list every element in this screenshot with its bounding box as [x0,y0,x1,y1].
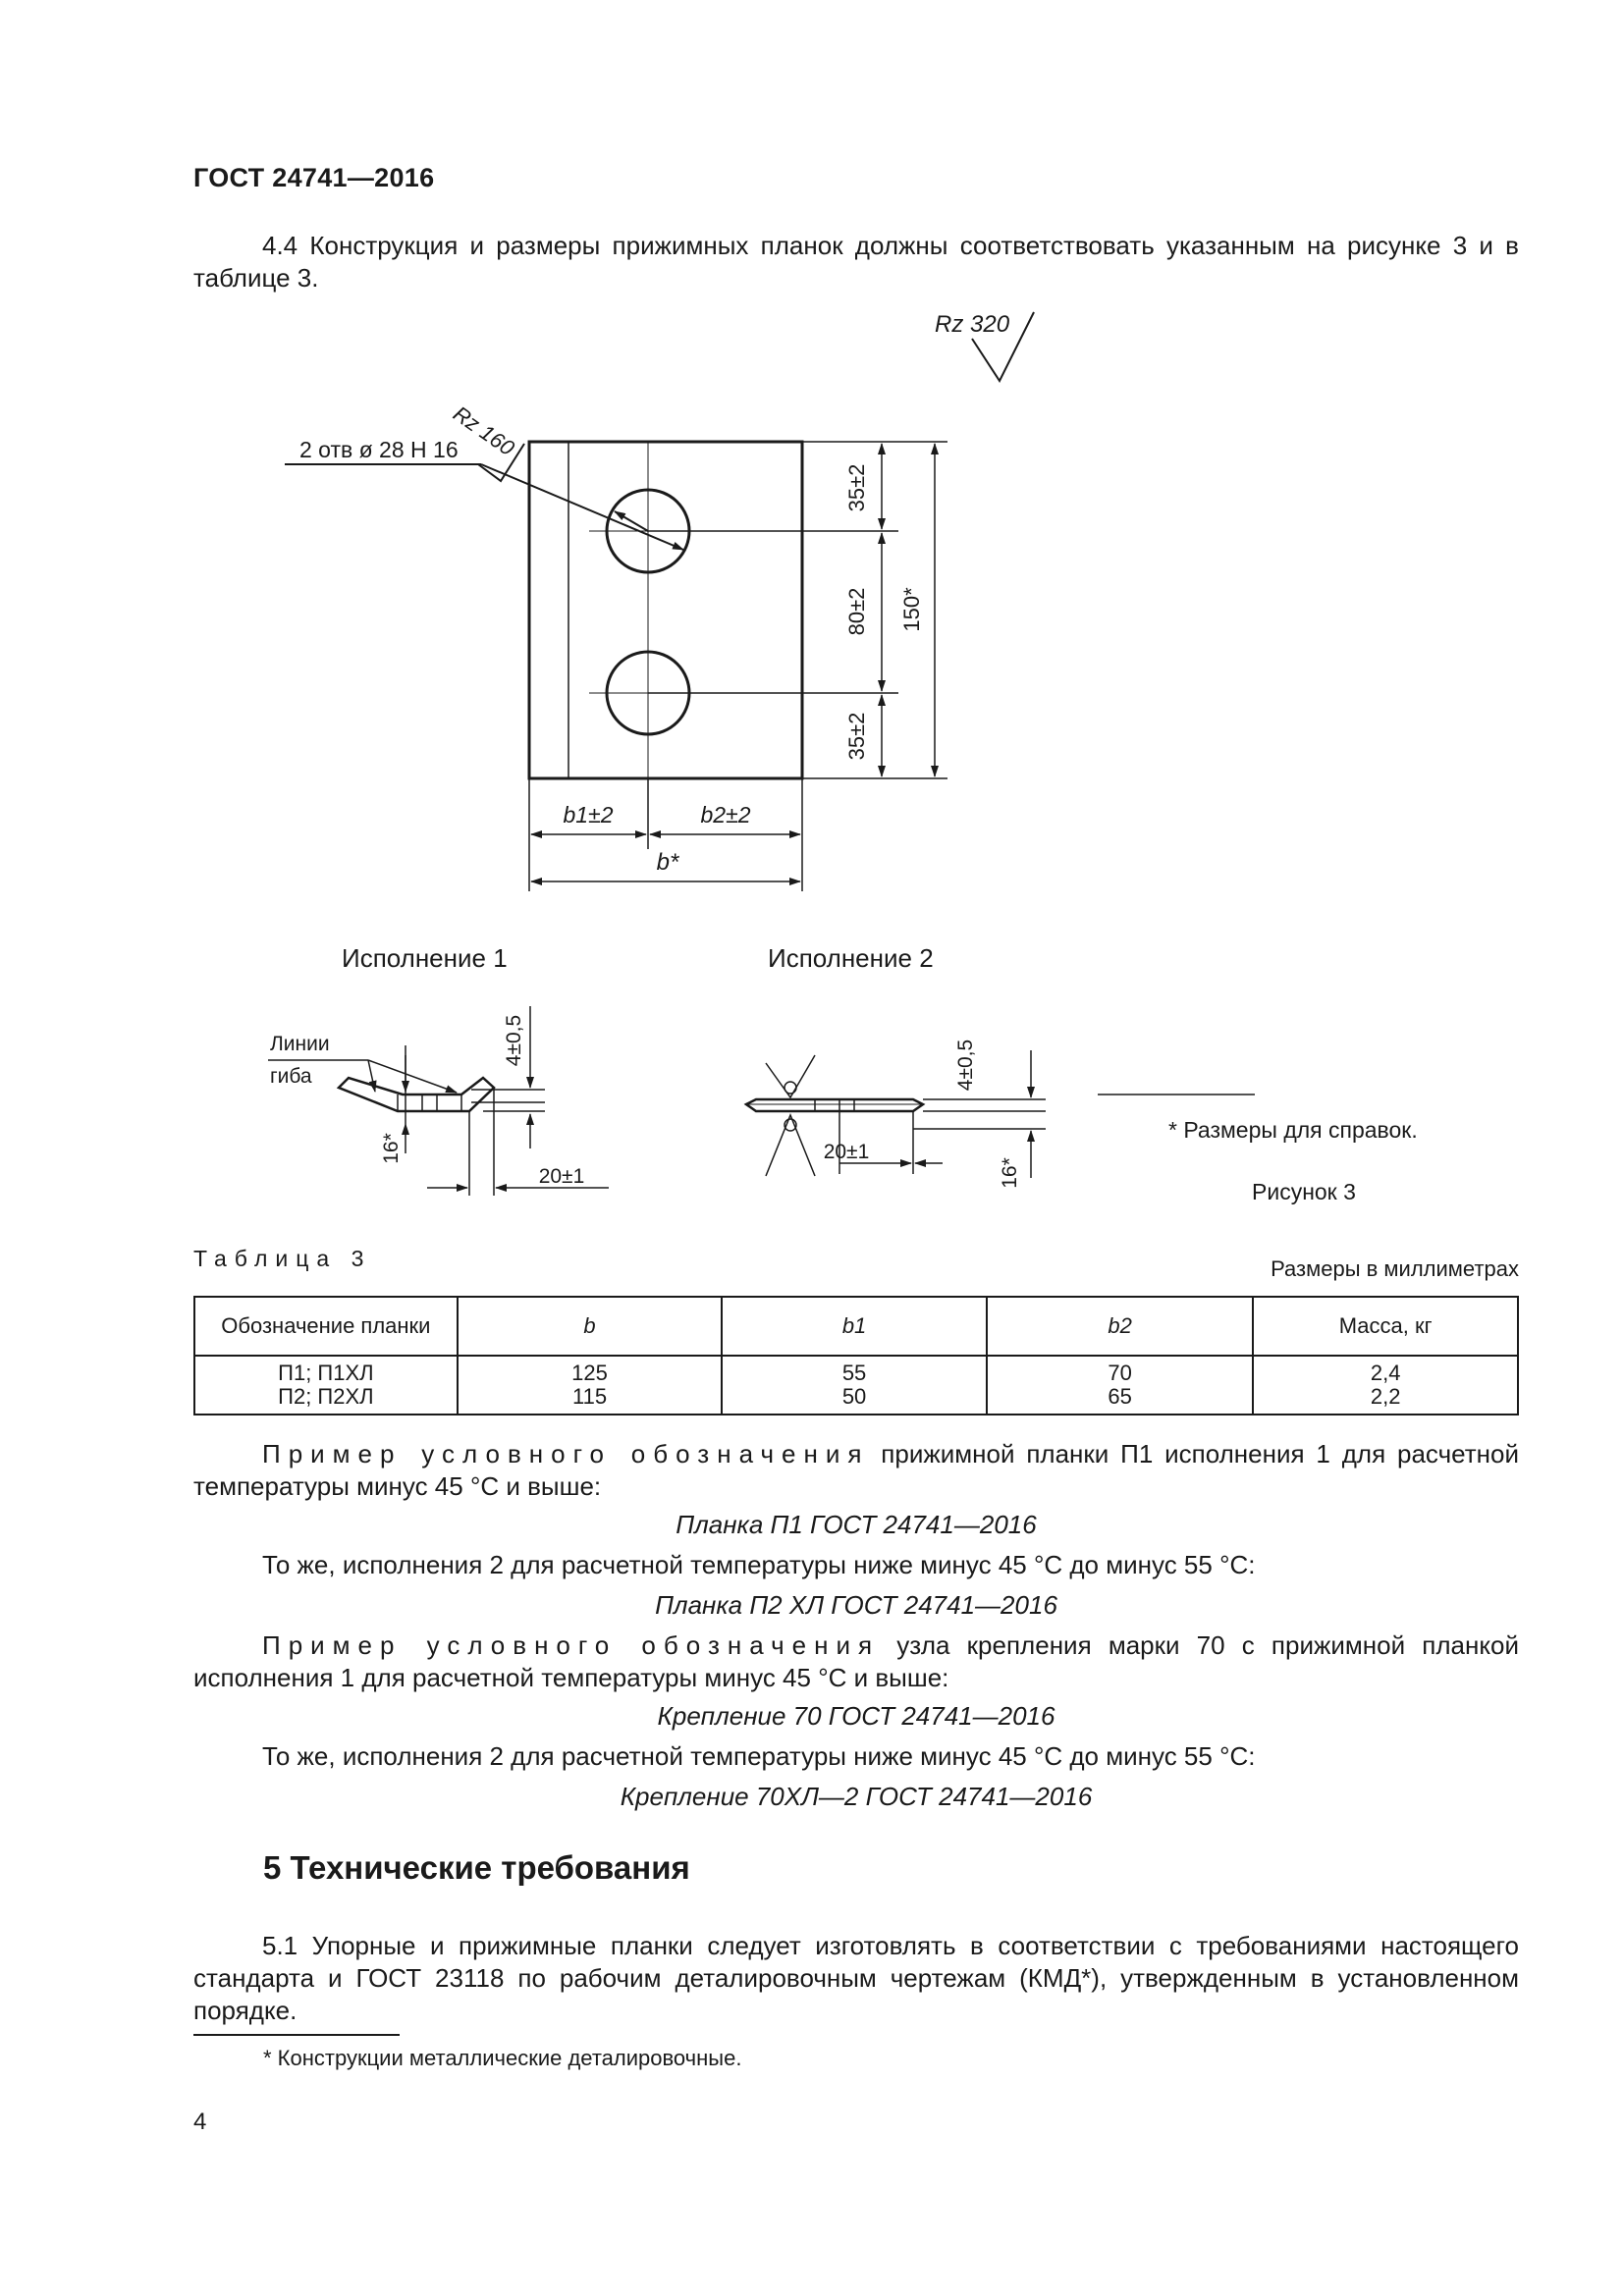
execution-2-drawing [743,1050,1046,1178]
execution-1-drawing [268,1006,609,1196]
clause-4-4: 4.4 Конструкция и размеры прижимных план… [193,231,1519,293]
example-1: Пример условного обозначения прижимной п… [193,1439,1520,1501]
rz-main-label: Rz 320 [935,311,1010,338]
table-header-cell: Обозначение планки [193,1296,459,1357]
footnote: * Конструкции металлические деталировочн… [263,2046,742,2070]
table-3: Обозначение планки b b1 b2 Масса, кг П1;… [193,1296,1519,1415]
bend-lines-label-1: Линии [270,1033,330,1055]
dim-150: 150* [899,587,924,632]
example-4: То же, исполнения 2 для расчетной темпер… [262,1741,1256,1771]
clause-5-1: 5.1 Упорные и прижимные планки следует и… [193,1931,1519,2025]
dim-20-exec2: 20±1 [824,1141,870,1163]
dim-20-exec1: 20±1 [539,1165,585,1188]
footnote-rule [193,2034,400,2036]
dim-4-05-exec2: 4±0,5 [954,1040,977,1091]
example-3-code: Крепление 70 ГОСТ 24741—2016 [657,1701,1055,1731]
dim-b2: b2±2 [701,802,751,828]
document-header: ГОСТ 24741—2016 [193,163,435,192]
dim-35-bottom: 35±2 [844,713,869,761]
example-1-code: Планка П1 ГОСТ 24741—2016 [676,1510,1037,1539]
example-3: Пример условного обозначения узла крепле… [193,1630,1519,1692]
dim-16-exec2: 16* [999,1157,1021,1189]
dim-b: b* [657,849,679,876]
dim-35-top: 35±2 [844,464,869,512]
example-2-code: Планка П2 ХЛ ГОСТ 24741—2016 [655,1590,1057,1620]
rz-hole-label: Rz 160 [449,401,519,461]
example-2: То же, исполнения 2 для расчетной темпер… [262,1550,1256,1579]
reference-note: * Размеры для справок. [1168,1117,1418,1143]
dim-b1: b1±2 [564,802,614,828]
table-label: Таблица 3 [193,1246,372,1271]
table-header-cell: Масса, кг [1252,1296,1519,1357]
holes-label: 2 отв ø 28 Н 16 [299,437,459,462]
table-units: Размеры в миллиметрах [1271,1256,1519,1281]
hole-diameter-arrow [614,510,649,532]
dim-16-exec1: 16* [380,1133,403,1164]
page-number: 4 [193,2109,207,2135]
plate-outline [527,440,804,780]
bend-lines-label-2: гиба [270,1065,312,1088]
section-5-title: 5 Технические требования [263,1849,690,1886]
roughness-mark-hole [477,443,525,483]
roughness-mark-main [971,311,1035,384]
dim-4-05-exec1: 4±0,5 [503,1015,525,1066]
table-header-cell: b2 [985,1296,1255,1357]
execution-1-title: Исполнение 1 [342,943,508,973]
dim-80: 80±2 [844,588,869,636]
figure-caption: Рисунок 3 [1252,1179,1356,1204]
table-header-cell: b [456,1296,724,1357]
execution-2-title: Исполнение 2 [768,943,934,973]
example-4-code: Крепление 70ХЛ—2 ГОСТ 24741—2016 [620,1782,1093,1811]
figure-3-drawing: Rz 320 Rz 160 2 отв ø 28 Н 16 35±2 80±2 … [268,311,1418,1204]
hole-leader [480,463,684,551]
table-header-cell: b1 [721,1296,988,1357]
